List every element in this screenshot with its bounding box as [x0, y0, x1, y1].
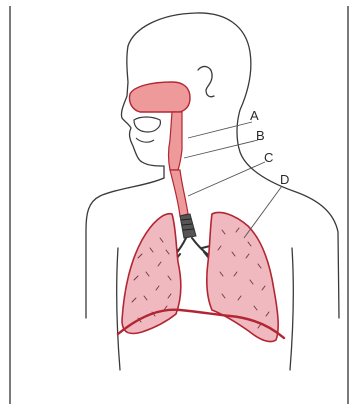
- nasal-cavity: [129, 82, 190, 112]
- left-lung: [122, 214, 181, 334]
- label-c: C: [264, 150, 273, 165]
- nasal-oral-cavity: [129, 82, 190, 170]
- leader-line-d: [244, 186, 282, 238]
- leader-line-b: [184, 140, 258, 158]
- label-d: D: [280, 172, 289, 187]
- leader-line-c: [188, 162, 265, 196]
- label-b: B: [256, 128, 265, 143]
- right-lung: [207, 213, 278, 342]
- mouth: [134, 117, 160, 132]
- pharynx: [169, 112, 183, 170]
- label-a: A: [250, 108, 259, 123]
- leader-line-a: [188, 122, 252, 138]
